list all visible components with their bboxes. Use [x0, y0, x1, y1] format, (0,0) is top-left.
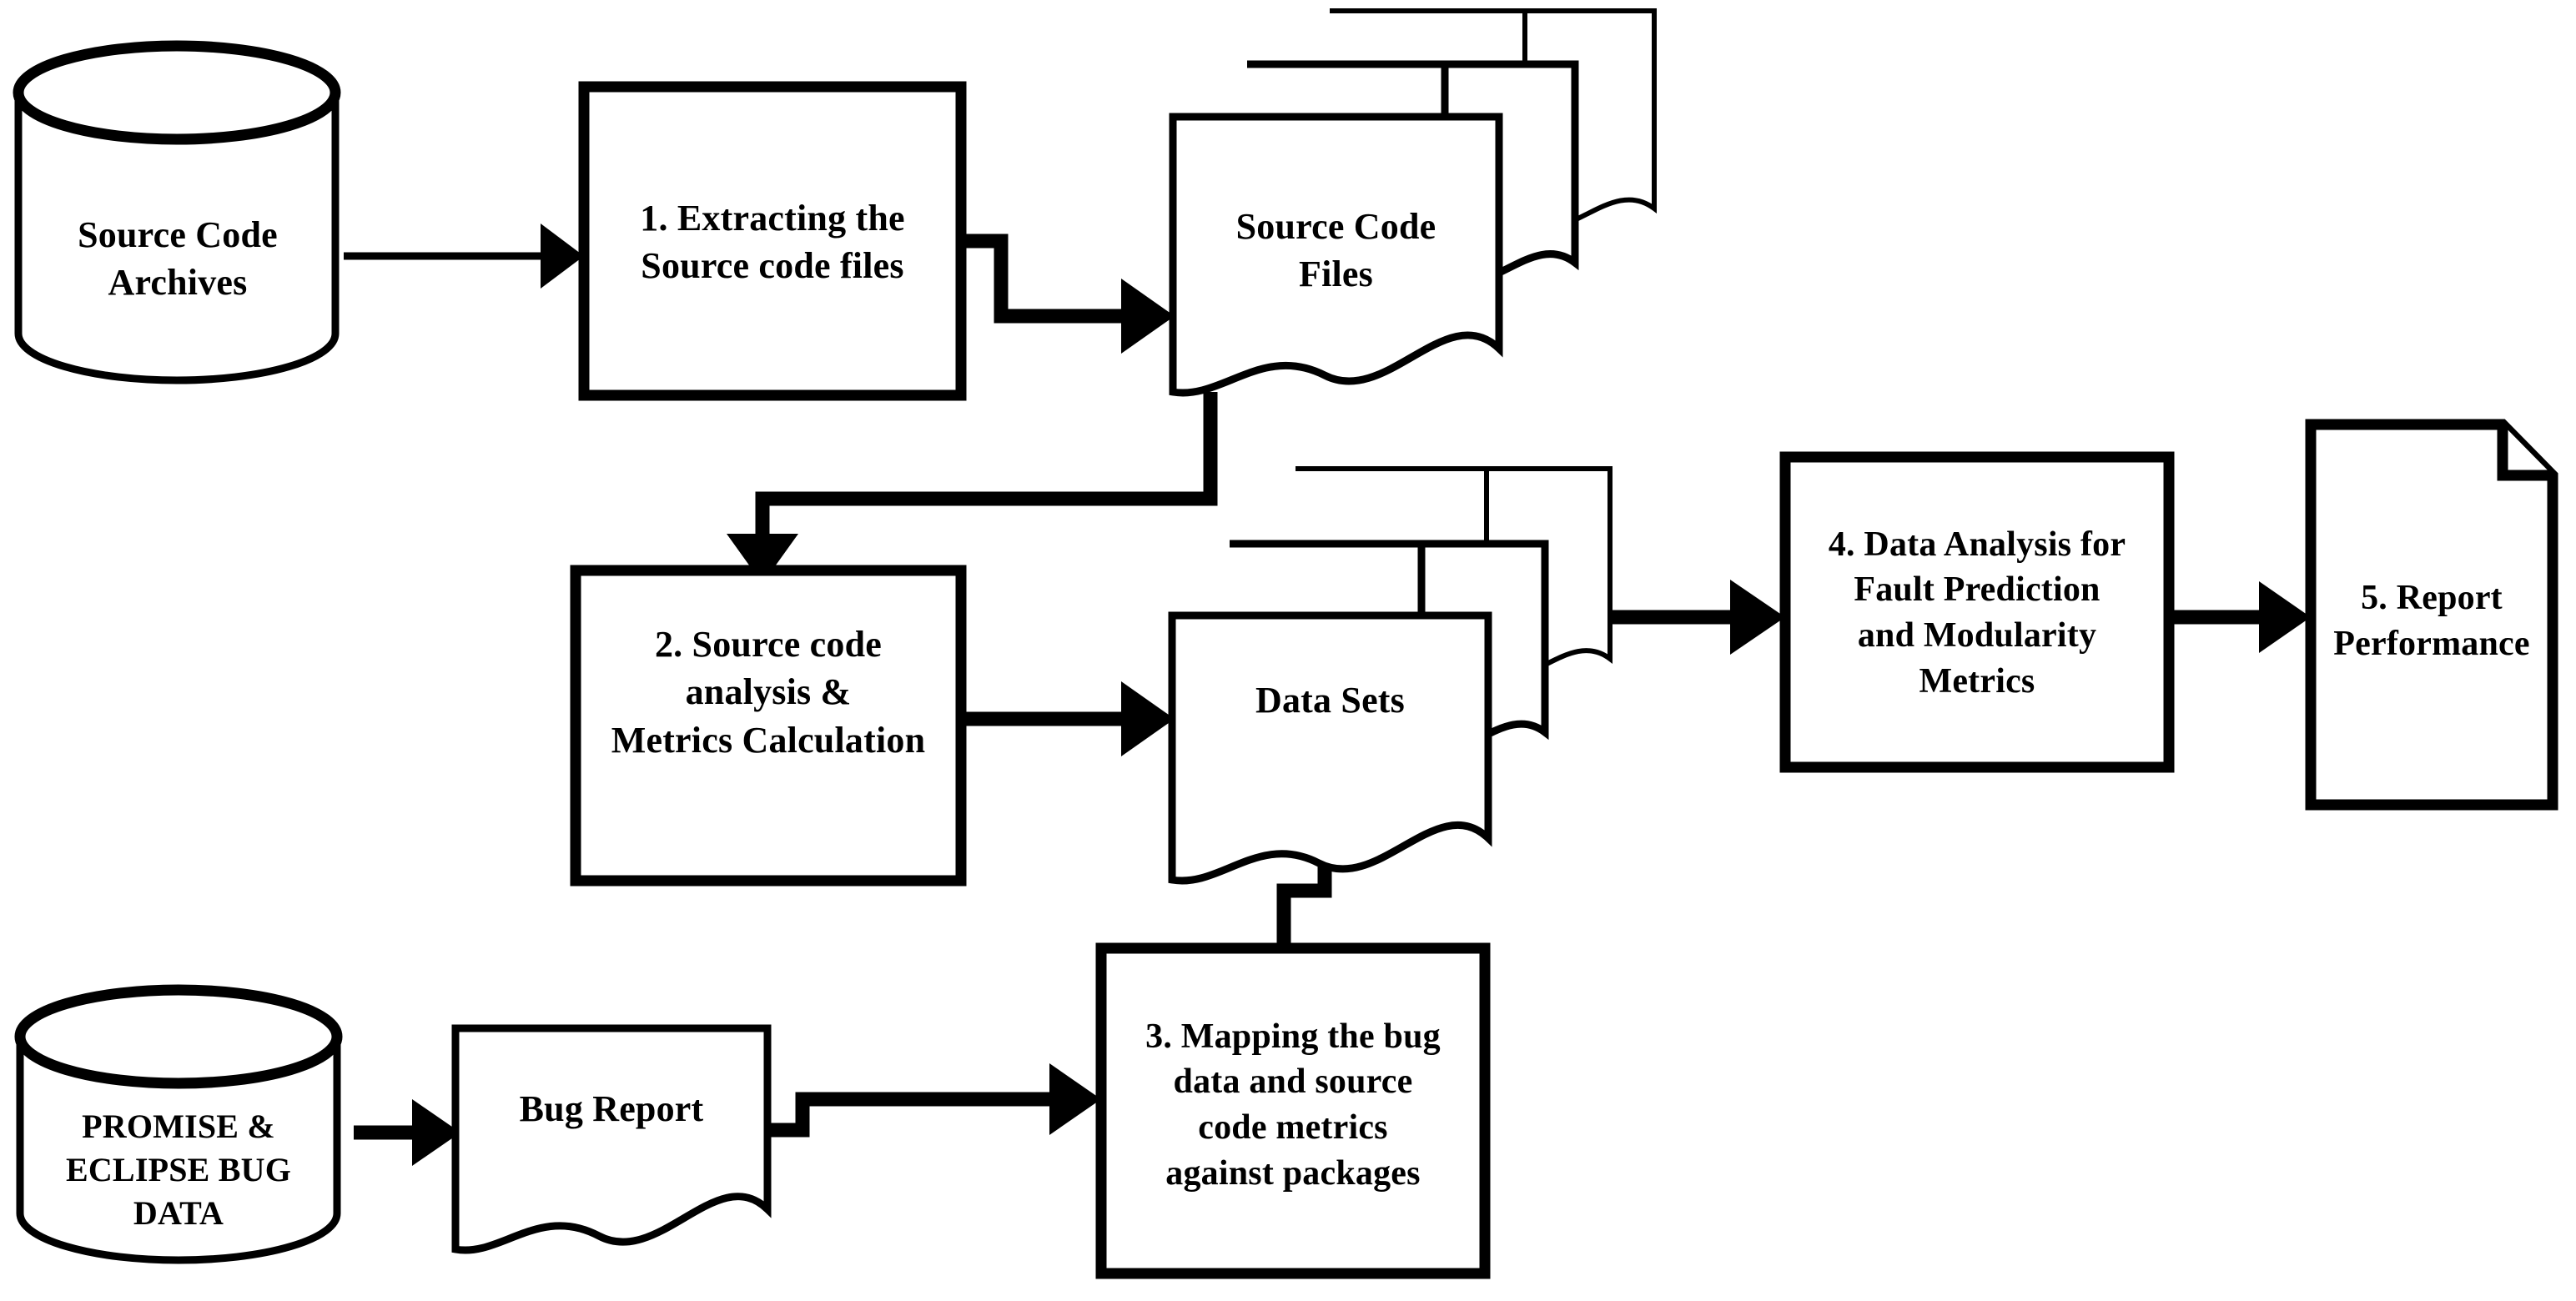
connector-step1-to-source-files [961, 234, 1175, 354]
connector-step2-to-data-sets [961, 681, 1175, 756]
step-3-mapping-box [1095, 942, 1491, 1279]
connector-source-files-to-step2 [727, 392, 1218, 584]
step-1-extracting-box [578, 81, 967, 401]
promise-eclipse-bug-data-cylinder [14, 984, 343, 1264]
data-sets-documents [1168, 466, 1613, 885]
source-code-archives-cylinder [13, 40, 341, 384]
bug-report-document [451, 1024, 772, 1254]
step-5-report-performance-page [2305, 419, 2558, 811]
connector-step4-to-step5 [2169, 581, 2311, 653]
step-2-analysis-box [570, 565, 967, 887]
connector-data-sets-to-step4 [1589, 580, 1785, 655]
connector-bug-data-to-bug-report [354, 1099, 460, 1166]
step-4-data-analysis-box [1779, 451, 2175, 773]
connector-archives-to-step1 [344, 224, 584, 289]
source-code-files-documents [1169, 8, 1657, 397]
connector-bug-report-to-step3 [767, 1063, 1101, 1138]
